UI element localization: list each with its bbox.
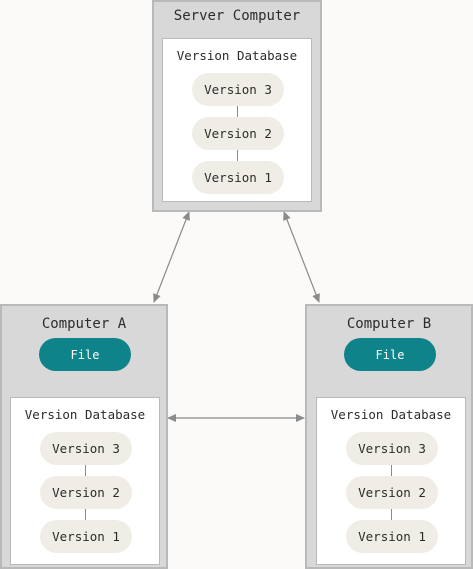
computer-b-title: Computer B — [346, 316, 432, 332]
arrow-server-to-computer-a — [153, 211, 190, 303]
computer-b-version-2: Version 2 — [346, 476, 438, 509]
computer-a-version-3: Version 3 — [40, 432, 132, 465]
computer-a-file: File — [39, 338, 131, 371]
computer-a-version-1: Version 1 — [40, 520, 132, 553]
computer-a-version-2: Version 2 — [40, 476, 132, 509]
computer-b-database-title: Version Database — [330, 407, 452, 422]
computer-b-version-3: Version 3 — [346, 432, 438, 465]
server-database-title: Version Database — [176, 48, 298, 63]
computer-a-version-database: Version Database Version 3 Version 2 Ver… — [10, 397, 160, 565]
computer-b-version-database: Version Database Version 3 Version 2 Ver… — [316, 397, 466, 565]
server-version-2: Version 2 — [192, 117, 284, 150]
computer-b-box: Computer B File Version Database Version… — [305, 304, 473, 569]
computer-b-version-1: Version 1 — [346, 520, 438, 553]
computer-a-title: Computer A — [41, 316, 127, 332]
computer-a-box: Computer A File Version Database Version… — [0, 304, 168, 569]
server-version-1: Version 1 — [192, 161, 284, 194]
server-version-3: Version 3 — [192, 73, 284, 106]
arrow-server-to-computer-b — [283, 211, 320, 303]
server-computer-title: Server Computer — [173, 8, 301, 24]
computer-a-database-title: Version Database — [24, 407, 146, 422]
computer-b-file: File — [344, 338, 436, 371]
server-version-database: Version Database Version 3 Version 2 Ver… — [162, 38, 312, 202]
server-computer-box: Server Computer Version Database Version… — [152, 0, 322, 212]
